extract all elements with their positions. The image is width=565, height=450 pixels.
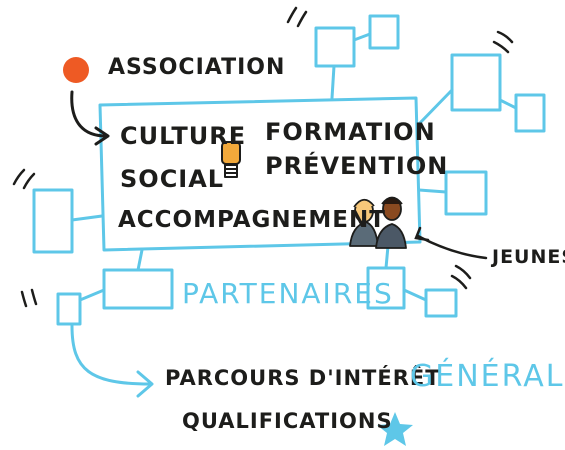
motion-mark [454,264,472,280]
network-link [352,32,372,42]
motion-mark [12,168,26,186]
parcours-label: PARCOURS D'INTÉRÊT [165,366,441,390]
motion-mark [286,6,298,24]
motion-mark [296,10,308,28]
jeunes-label: JEUNES [492,246,565,268]
flow-arrow-head [136,370,154,398]
association-label: ASSOCIATION [108,55,286,80]
pointer-arrow-head [414,226,430,242]
arrow-icon [70,90,108,138]
network-box [368,14,400,50]
qualifications-label: QUALIFICATIONS [182,409,393,433]
people-icon [349,196,407,249]
network-box [514,93,546,133]
motion-mark [496,30,514,44]
network-link [417,188,448,194]
network-box [450,53,502,112]
motion-mark [450,274,468,290]
network-link [70,214,104,222]
motion-mark [20,290,28,308]
flow-arrow [70,324,152,386]
star-icon [377,412,413,446]
arrow-icon-head [94,126,110,146]
partenaires-label: PARTENAIRES [182,277,394,310]
orange-dot-icon [63,57,89,83]
network-box [32,188,74,254]
culture-label: CULTURE [120,122,247,150]
lightbulb-icon [221,141,241,178]
network-box [444,170,488,216]
network-link [136,248,144,272]
network-box [314,26,356,68]
network-link [330,64,336,100]
network-link [416,88,454,127]
central-frame [98,96,422,252]
general-label: GÉNÉRAL [410,359,565,394]
accompagnement-label: ACCOMPAGNEMENT [118,207,386,233]
network-box [424,288,458,318]
network-link [498,98,518,110]
motion-mark [492,40,510,54]
network-link [78,288,106,302]
network-box [102,268,174,310]
motion-mark [30,288,38,306]
network-link [384,244,390,270]
network-box [56,292,82,326]
formation-label: FORMATION [265,118,436,146]
prevention-label: PRÉVENTION [265,152,449,180]
network-link [402,288,428,302]
motion-mark [22,172,36,190]
social-label: SOCIAL [120,165,225,193]
